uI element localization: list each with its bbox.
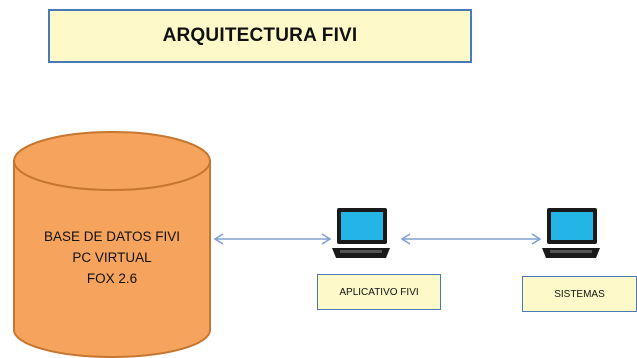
- laptop-icon: [542, 208, 600, 258]
- node-label-aplicativo: APLICATIVO FIVI: [317, 274, 441, 310]
- database-label-line1: BASE DE DATOS FIVI: [43, 229, 181, 244]
- diagram-title: ARQUITECTURA FIVI: [162, 25, 358, 46]
- database-label: BASE DE DATOS FIVI PC VIRTUAL FOX 2.6: [14, 226, 210, 289]
- title-box: ARQUITECTURA FIVI: [48, 9, 472, 63]
- cylinder-body: [13, 160, 211, 358]
- laptop-icon: [332, 208, 390, 258]
- node-label-sistemas: SISTEMAS: [522, 276, 637, 312]
- node-label-text: SISTEMAS: [554, 288, 605, 300]
- node-label-text: APLICATIVO FIVI: [339, 286, 419, 298]
- database-label-line3: FOX 2.6: [86, 271, 138, 286]
- database-label-line2: PC VIRTUAL: [72, 250, 152, 265]
- cylinder-top: [13, 131, 211, 191]
